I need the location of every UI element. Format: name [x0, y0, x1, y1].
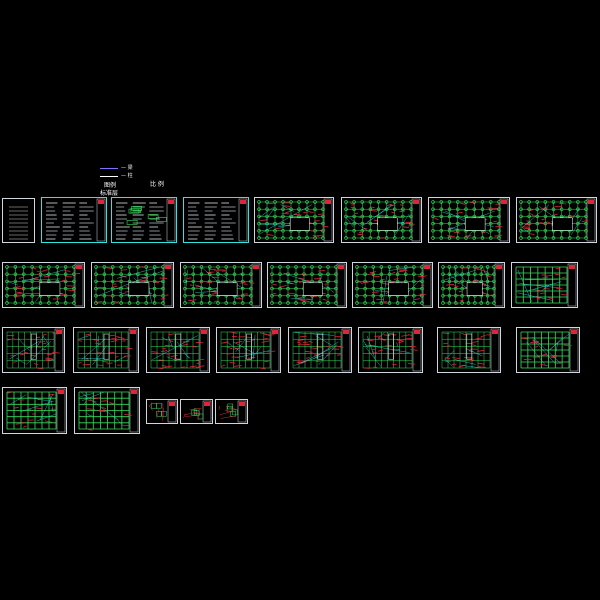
legend-note-1: 图例 [104, 182, 117, 189]
sheet-plan-20[interactable] [2, 387, 67, 434]
legend-label-beam: — 梁 [121, 165, 133, 171]
sheet-plan-15-drawing [220, 328, 280, 372]
sheet-plan-18-drawing [441, 328, 500, 372]
sheet-detail-2-drawing [183, 400, 212, 423]
sheet-plan-5[interactable] [2, 262, 85, 308]
sheet-plan-12-drawing [6, 328, 64, 372]
sheet-plan-21-drawing [78, 388, 139, 433]
sheet-plan-5-drawing [5, 263, 84, 307]
sheet-plan-3[interactable] [428, 197, 510, 243]
sheet-plan-13-drawing [77, 328, 138, 372]
sheet-plan-10[interactable] [438, 262, 505, 308]
sheet-detail-1-drawing [148, 400, 177, 423]
sheet-plan-2[interactable] [341, 197, 422, 243]
sheet-cover[interactable] [2, 198, 35, 243]
sheet-plan-21[interactable] [74, 387, 140, 434]
sheet-plan-16-drawing [292, 328, 351, 372]
sheet-plan-1-drawing [257, 198, 333, 242]
legend-swatch-beam [100, 168, 118, 169]
sheet-plan-13[interactable] [73, 327, 139, 373]
sheet-plan-12[interactable] [2, 327, 65, 373]
sheet-plan-8-drawing [270, 263, 346, 307]
legend-item-beam: — 梁 [100, 165, 140, 172]
sheet-plan-4[interactable] [516, 197, 597, 243]
sheet-plan-4-drawing [519, 198, 596, 242]
sheet-design-notes-1[interactable] [41, 197, 107, 243]
sheet-plan-9-drawing [355, 263, 432, 307]
sheet-design-notes-2[interactable] [111, 197, 177, 243]
sheet-design-notes-3[interactable] [183, 197, 249, 243]
sheet-plan-3-drawing [431, 198, 509, 242]
sheet-plan-16[interactable] [288, 327, 352, 373]
sheet-plan-17-drawing [362, 328, 422, 372]
sheet-plan-7-drawing [183, 263, 261, 307]
sheet-cover-drawing [9, 206, 28, 240]
sheet-plan-11-drawing [515, 263, 577, 307]
sheet-detail-1[interactable] [146, 399, 178, 424]
sheet-plan-7[interactable] [180, 262, 262, 308]
sheet-plan-9[interactable] [352, 262, 433, 308]
sheet-plan-1[interactable] [254, 197, 334, 243]
sheet-plan-14[interactable] [146, 327, 210, 373]
sheet-plan-8[interactable] [267, 262, 347, 308]
sheet-plan-20-drawing [6, 388, 66, 433]
sheet-plan-10-drawing [441, 263, 504, 307]
sheet-plan-14-drawing [150, 328, 209, 372]
sheet-design-notes-1-drawing [46, 198, 106, 242]
sheet-plan-15[interactable] [216, 327, 281, 373]
sheet-plan-6-drawing [94, 263, 173, 307]
legend-note-2: 标准层 [100, 190, 119, 197]
sheet-plan-2-drawing [344, 198, 421, 242]
sheet-plan-19-drawing [520, 328, 579, 372]
sheet-plan-19[interactable] [516, 327, 580, 373]
sheet-plan-6[interactable] [91, 262, 174, 308]
legend-label-column: — 柱 [121, 173, 133, 179]
sheet-detail-3-drawing [218, 400, 247, 423]
sheet-plan-11[interactable] [511, 262, 578, 308]
sheet-detail-3[interactable] [215, 399, 248, 424]
sheet-plan-18[interactable] [437, 327, 501, 373]
scale-note: 比 例 [150, 181, 164, 188]
sheet-design-notes-3-drawing [188, 198, 248, 242]
sheet-design-notes-2-drawing [116, 198, 176, 242]
legend-item-column: — 柱 [100, 173, 140, 180]
sheet-plan-17[interactable] [358, 327, 423, 373]
sheet-detail-2[interactable] [180, 399, 213, 424]
legend-swatch-column [100, 176, 118, 177]
